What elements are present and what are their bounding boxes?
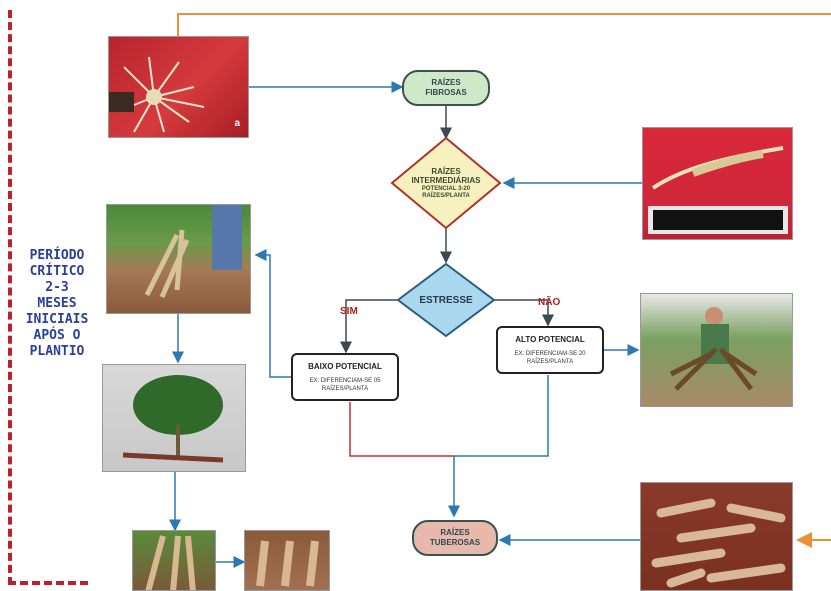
photo-plant-low-potential [106,204,251,314]
red-line-baixo-down [349,402,454,457]
label-nao: NÃO [538,297,561,308]
blue-line-alto-down [448,375,549,518]
node-estresse-label: ESTRESSE [419,294,473,306]
photo-uprooted-plant [102,364,246,472]
sidebar-frame [8,10,88,585]
photo-label-a: a [234,118,240,129]
node-raizes-fibrosas: RAÍZES FIBROSAS [402,70,490,106]
intermediarias-diamond [390,136,502,230]
orange-line-top [177,13,831,36]
arrow-baixo-to-photo [254,249,291,378]
node-raizes-tuberosas-label: RAÍZES TUBEROSAS [429,528,481,547]
node-raizes-fibrosas-label: RAÍZES FIBROSAS [425,78,467,97]
estresse-diamond [396,262,496,338]
label-sim: SIM [340,306,358,317]
node-alto-potencial: ALTO POTENCIAL EX: DIFERENCIAM-SE 20 RAÍ… [496,326,604,374]
node-baixo-title: BAIXO POTENCIAL [308,361,382,371]
photo-roots-detail [244,530,330,591]
arrow-estresse-to-alto [492,299,554,327]
node-raizes-tuberosas: RAÍZES TUBEROSAS [412,520,498,556]
arrow-estresse-to-baixo [340,299,400,354]
node-intermediarias-detail: POTENCIAL 3-20 RAÍZES/PLANTA [421,185,471,199]
photo-roots-base [132,530,216,591]
node-alto-detail: EX: DIFERENCIAM-SE 20 RAÍZES/PLANTA [514,350,586,365]
node-baixo-detail: EX: DIFERENCIAM-SE 05 RAÍZES/PLANTA [309,377,381,392]
photo-high-potential-harvest [640,293,793,407]
photo-intermediate-root [642,127,793,240]
node-estresse: ESTRESSE [408,290,484,310]
photo-fibrous-roots: a [108,36,249,138]
node-intermediarias-title: RAÍZES INTERMEDIÁRIAS [411,166,481,185]
node-alto-title: ALTO POTENCIAL [515,334,585,344]
sidebar-critical-period-text: PERÍODO CRÍTICO 2-3 MESES INICIAIS APÓS … [25,248,89,359]
photo-tuberous-roots-pile [640,482,793,591]
node-raizes-intermediarias: RAÍZES INTERMEDIÁRIAS POTENCIAL 3-20 RAÍ… [402,160,490,206]
node-baixo-potencial: BAIXO POTENCIAL EX: DIFERENCIAM-SE 05 RA… [291,353,399,401]
